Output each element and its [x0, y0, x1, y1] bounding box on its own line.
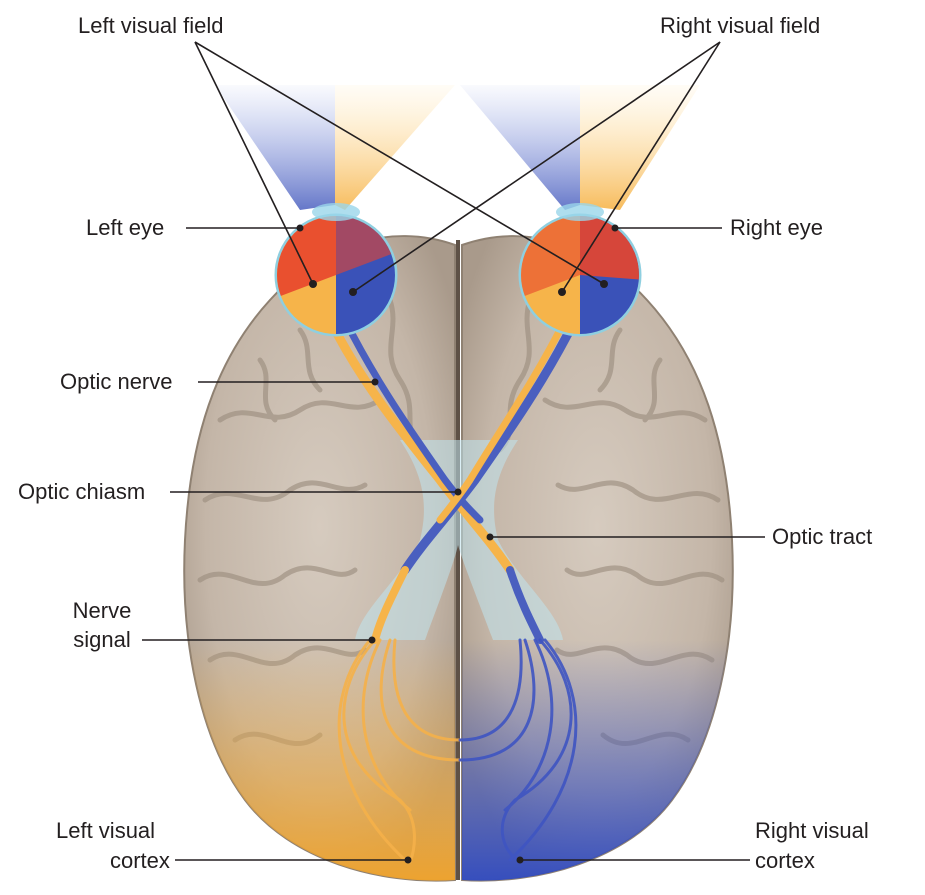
optic-nerve-label: Optic nerve: [60, 369, 173, 394]
leader-lines: [142, 41, 765, 861]
nerve-signal-label-line2: signal: [73, 627, 131, 652]
optic-tract-label: Optic tract: [772, 524, 873, 549]
left-eye-label: Left eye: [86, 215, 165, 240]
left-visual-cortex-label-line1: Left visual: [56, 818, 156, 843]
chiasm-glow: [355, 440, 563, 640]
left-visual-field-label: Left visual field: [78, 13, 224, 38]
brain: [183, 235, 734, 882]
leader-dots: [296, 224, 619, 864]
optic-chiasm-label: Optic chiasm: [18, 479, 146, 504]
left-visual-cortex-label-line2: cortex: [110, 848, 170, 873]
visual-field-beams: [215, 85, 700, 210]
nerve-signal-label-line1: Nerve: [72, 598, 132, 623]
optic-pathways: [325, 315, 580, 864]
right-eye-label: Right eye: [730, 215, 823, 240]
right-visual-cortex-label-line1: Right visual: [755, 818, 869, 843]
right-visual-cortex-label-line2: cortex: [755, 848, 815, 873]
right-visual-field-label: Right visual field: [660, 13, 821, 38]
left-eye-graphic: [274, 203, 398, 337]
